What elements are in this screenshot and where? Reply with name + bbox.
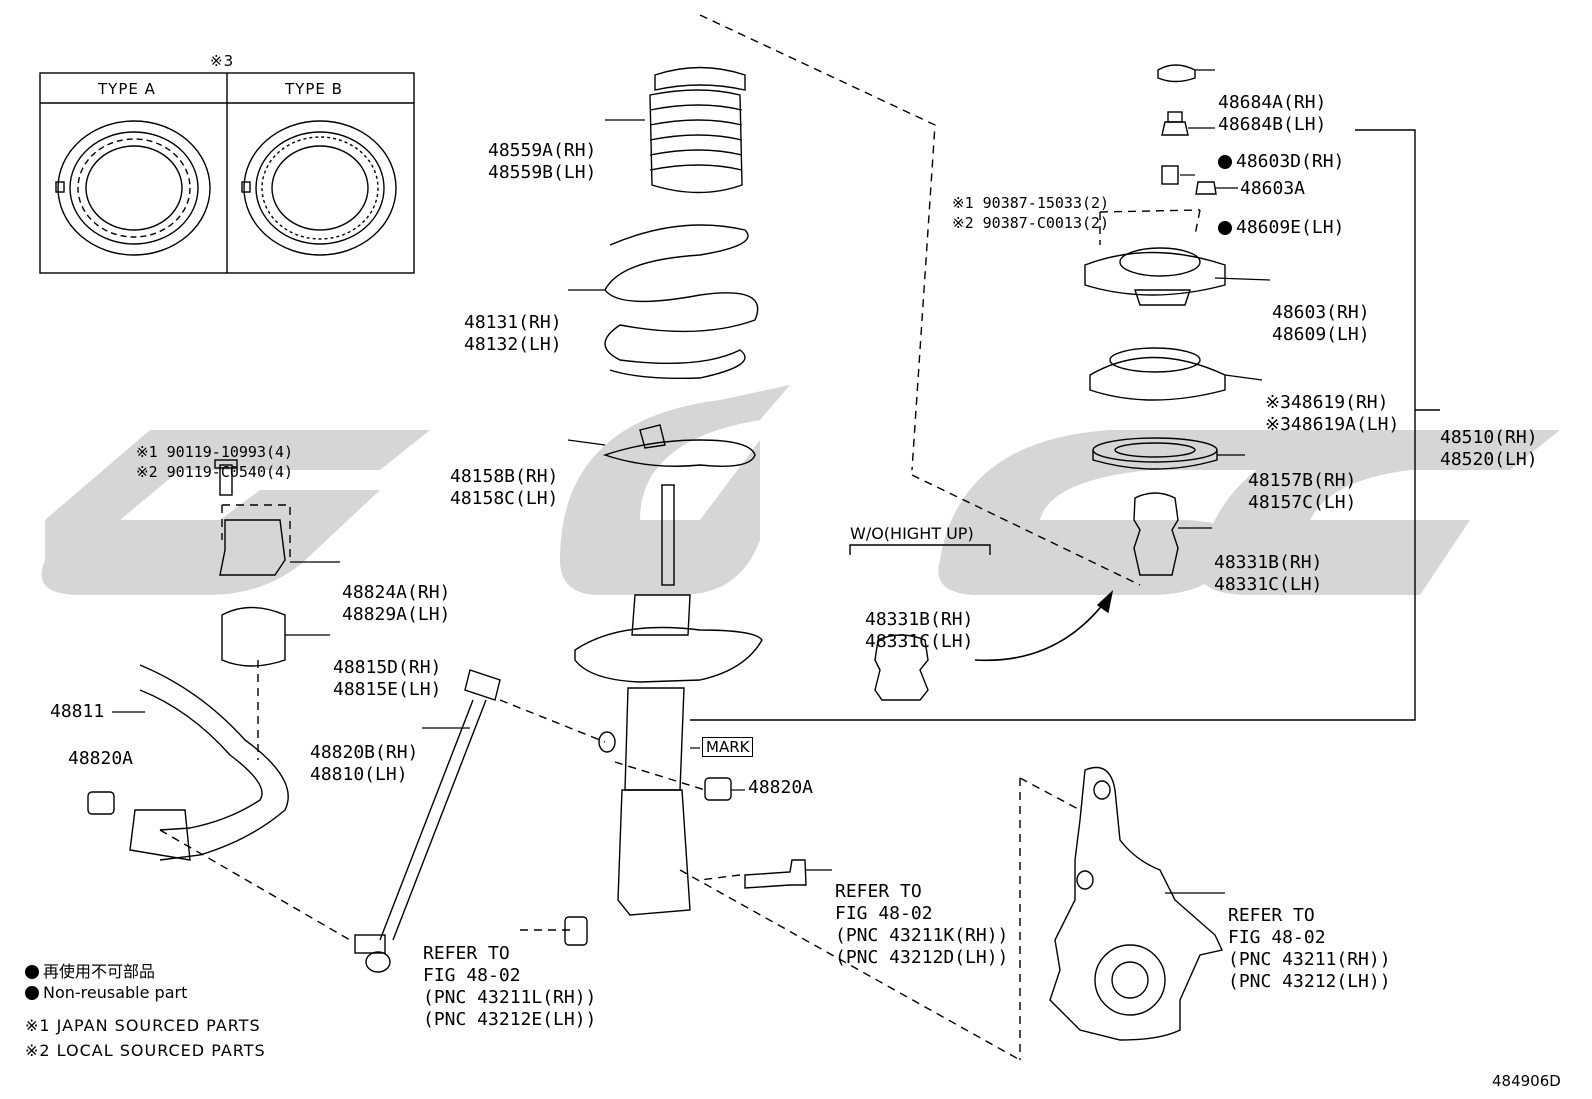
label-48820a-right: 48820A (748, 777, 814, 798)
stabilizer-bracket-icon (219, 519, 286, 576)
label-48820a-left: 48820A (68, 748, 134, 769)
label-48331-wo: 48331B(RH)48331C(LH) (865, 609, 974, 652)
nut-icon (1161, 111, 1189, 136)
diagram-id: 484906D (1492, 1072, 1561, 1090)
legend-non-reusable-jp: 再使用不可部品 (25, 958, 155, 982)
label-90119: ※1 90119-10993(4)※2 90119-C0540(4) (136, 443, 294, 481)
label-48820b: 48820B(RH)48810(LH) (310, 742, 419, 785)
label-90387: ※1 90387-15033(2)※2 90387-C0013(2) (952, 194, 1110, 232)
label-48158: 48158B(RH)48158C(LH) (450, 466, 559, 509)
type-b-label: TYPE B (285, 80, 343, 98)
upper-insulator-icon (1089, 347, 1226, 401)
legend-non-reusable-en: Non-reusable part (25, 983, 187, 1002)
w-o-bracket (849, 544, 991, 555)
stabilizer-bushing-icon (221, 606, 286, 667)
legend-local-sourced: ※2 LOCAL SOURCED PARTS (25, 1041, 266, 1060)
type-a-label: TYPE A (98, 80, 156, 98)
watermark-logo (41, 385, 1560, 595)
stabilizer-link-icon (354, 669, 501, 973)
label-48811: 48811 (50, 701, 105, 722)
bolt-48-02-icon (744, 859, 807, 889)
type-table-note-mark: ※3 (210, 52, 235, 70)
nut-48820a-left-icon (87, 791, 115, 815)
bearing-type-b-icon (241, 120, 397, 256)
spring-seat-icon (602, 424, 756, 467)
stabilizer-bar-icon (139, 664, 289, 861)
label-48824: 48824A(RH)48829A(LH) (342, 582, 451, 625)
bump-stopper-icon (1133, 492, 1179, 576)
legend-dot-icon (25, 986, 39, 1000)
strut-mount-icon (1084, 247, 1226, 306)
shock-absorber-icon (574, 484, 763, 916)
non-reusable-dot-icon (1218, 155, 1232, 169)
nut-48820a-right-icon (704, 777, 732, 801)
label-48815: 48815D(RH)48815E(LH) (333, 657, 442, 700)
nut-48-02-icon (564, 916, 588, 946)
collar-icon (1161, 165, 1179, 185)
bearing-type-a-icon (55, 120, 211, 256)
label-48559: 48559A(RH)48559B(LH) (488, 140, 597, 183)
bracket-48510 (690, 129, 1416, 721)
non-reusable-dot-icon (1218, 221, 1232, 235)
legend-japan-sourced: ※1 JAPAN SOURCED PARTS (25, 1016, 261, 1035)
label-48510: 48510(RH)48520(LH) (1440, 427, 1538, 470)
bump-stopper-alt-icon (874, 634, 929, 701)
small-nut-icon (1195, 181, 1217, 195)
label-48684: 48684A(RH)48684B(LH) (1218, 92, 1327, 135)
label-wo-hight-up: W/O(HIGHT UP) (850, 524, 974, 543)
bearing-icon (1092, 437, 1218, 470)
dust-boot-icon (649, 66, 746, 194)
steering-knuckle-icon (1049, 766, 1224, 1041)
legend-dot-icon (25, 965, 39, 979)
label-48603: 48603(RH)48609(LH) (1272, 302, 1370, 345)
label-48619: ※348619(RH)※348619A(LH) (1265, 392, 1400, 435)
mark-label: MARK (702, 737, 754, 757)
label-48603a: 48603A (1240, 178, 1306, 199)
label-48131: 48131(RH)48132(LH) (464, 312, 562, 355)
label-48331: 48331B(RH)48331C(LH) (1214, 552, 1323, 595)
coil-spring-icon (604, 224, 759, 380)
label-48603d: 48603D(RH) 48609E(LH) (1218, 107, 1344, 261)
bushing-clamp-icon (129, 809, 191, 861)
cap-icon (1157, 64, 1196, 83)
upgrade-arrow (974, 594, 1111, 662)
bolt-icon (214, 459, 238, 496)
label-48157: 48157B(RH)48157C(LH) (1248, 470, 1357, 513)
